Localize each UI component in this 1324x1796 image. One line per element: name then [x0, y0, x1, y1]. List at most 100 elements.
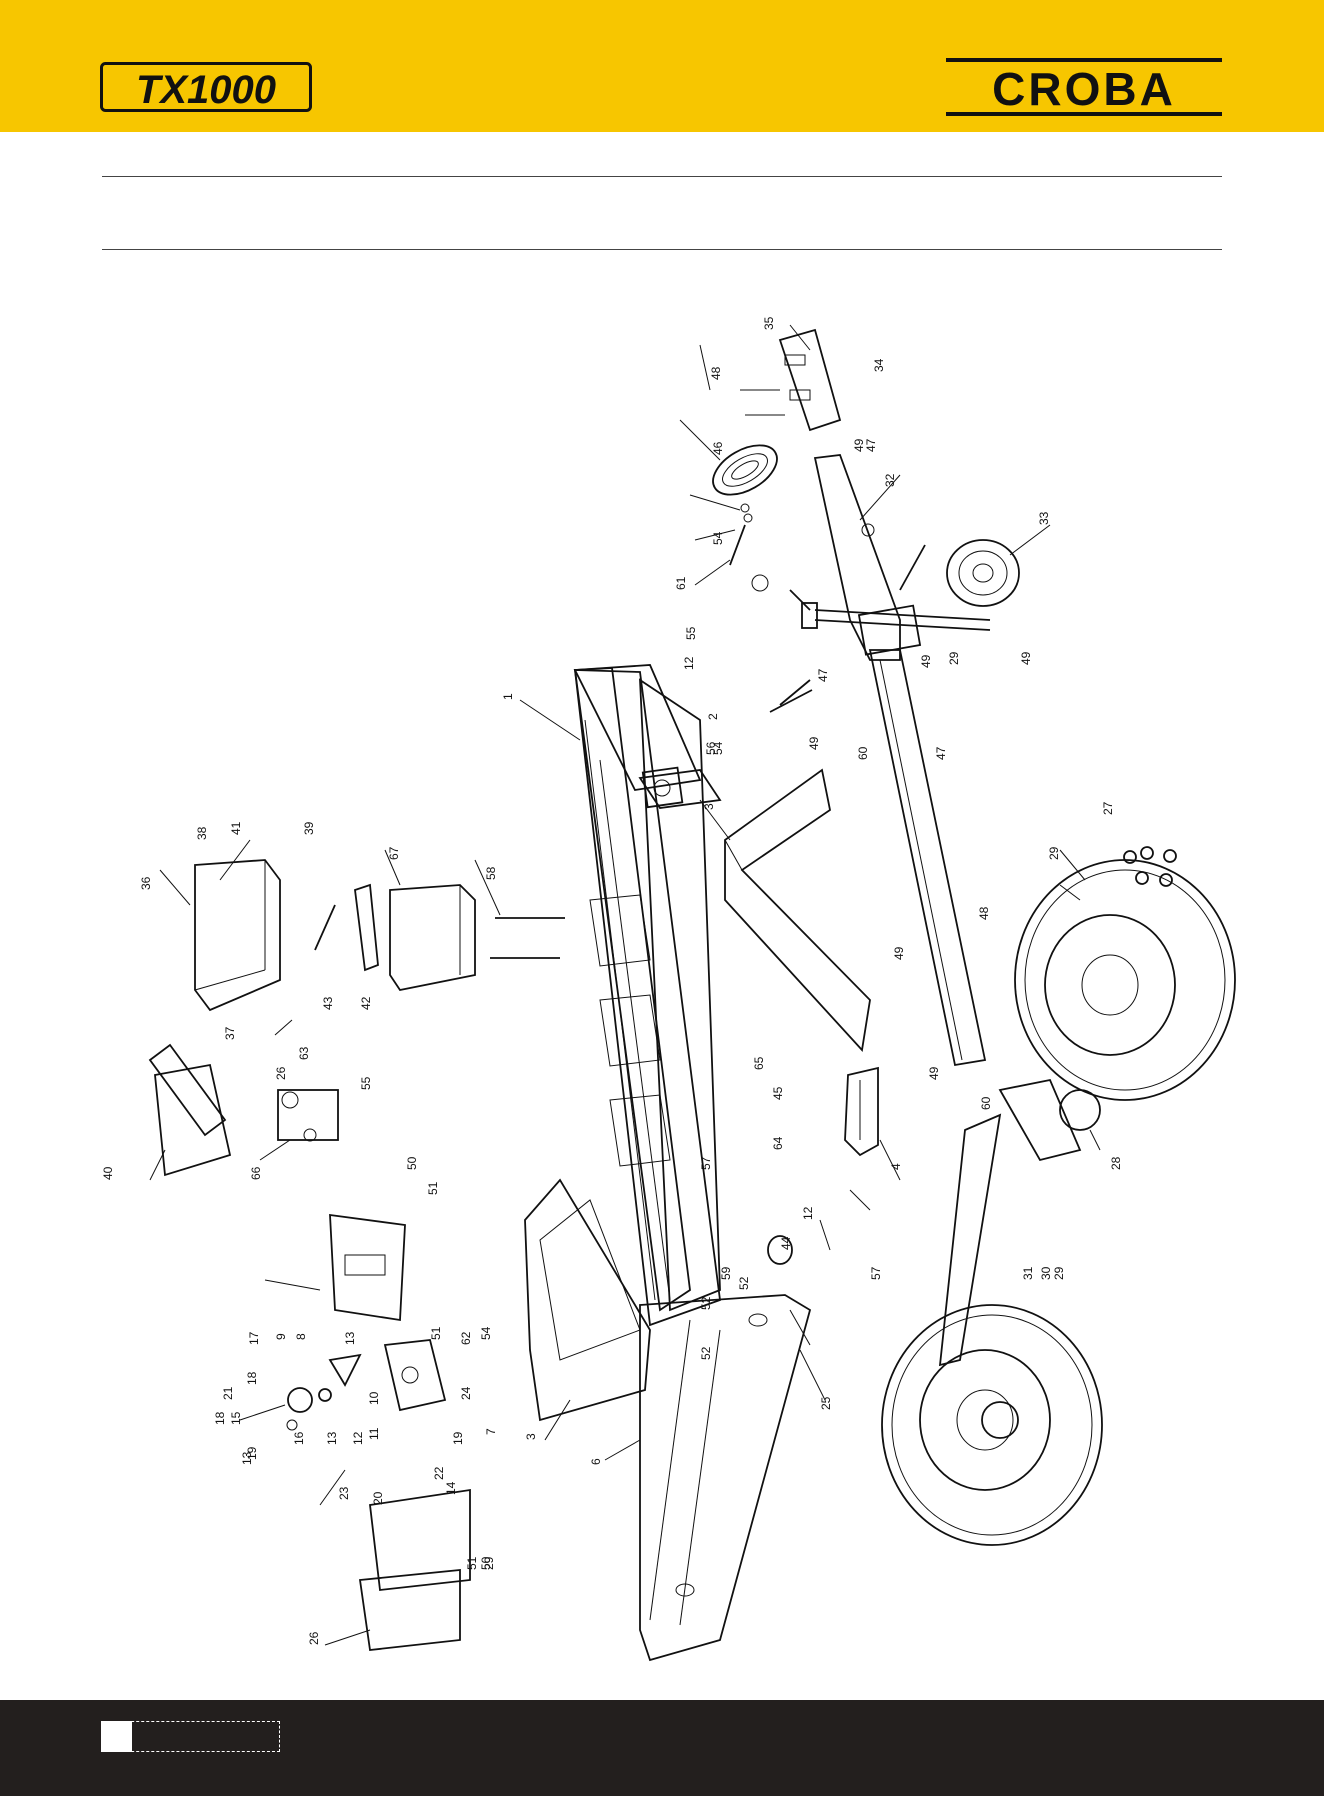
jockey-wheel — [752, 540, 1019, 630]
part-label: 29 — [1047, 846, 1061, 860]
part-label: 1 — [501, 693, 515, 700]
part-label: 49 — [927, 1066, 941, 1080]
part-label: 18 — [245, 1371, 259, 1385]
part-label: 36 — [139, 876, 153, 890]
part-label: 16 — [292, 1431, 306, 1445]
part-label: 3 — [702, 803, 716, 810]
part-label: 52 — [737, 1276, 751, 1290]
part-label: 49 — [807, 736, 821, 750]
part-label: 55 — [684, 626, 698, 640]
part-label: 28 — [1109, 1156, 1123, 1170]
part-label: 44 — [779, 1236, 793, 1250]
bolts-58 — [490, 918, 565, 958]
drawbar — [815, 455, 985, 1065]
part-label: 59 — [719, 1266, 733, 1280]
wheel-nuts — [1124, 847, 1176, 886]
strap-42 — [315, 905, 335, 950]
part-label: 8 — [294, 1333, 308, 1340]
part-label: 49 — [919, 654, 933, 668]
road-wheel-rear — [882, 1305, 1102, 1545]
part-label: 12 — [682, 656, 696, 670]
part-label: 27 — [1101, 801, 1115, 815]
part-label: 20 — [371, 1491, 385, 1505]
part-label: 37 — [223, 1026, 237, 1040]
battery — [390, 885, 475, 990]
part-label: 22 — [432, 1466, 446, 1480]
part-label: 10 — [367, 1391, 381, 1405]
part-label: 54 — [711, 531, 725, 545]
part-label: 33 — [1037, 511, 1051, 525]
plate-25 — [360, 1490, 470, 1650]
road-wheel-front — [1015, 860, 1235, 1100]
part-label: 6 — [589, 1458, 603, 1465]
part-label: 41 — [229, 821, 243, 835]
part-label: 25 — [819, 1396, 833, 1410]
part-label: 57 — [699, 1156, 713, 1170]
chassis-frame — [575, 665, 720, 1325]
tx1000-logo: TX1000 — [100, 62, 312, 112]
part-label: 51 — [426, 1181, 440, 1195]
part-label: 48 — [977, 906, 991, 920]
part-label: 40 — [101, 1166, 115, 1180]
part-label: 58 — [484, 866, 498, 880]
exploded-parts-diagram: 1 2 3 3 4 6 7 8 9 10 11 12 12 12 13 13 1… — [0, 270, 1324, 1690]
part-label: 13 — [343, 1331, 357, 1345]
part-label: 14 — [444, 1481, 458, 1495]
part-label: 46 — [711, 441, 725, 455]
part-label: 52 — [699, 1346, 713, 1360]
part-label: 61 — [674, 576, 688, 590]
part-label: 26 — [307, 1631, 321, 1645]
bracket-24 — [330, 1215, 405, 1320]
part-label: 49 — [1019, 651, 1033, 665]
part-label: 4 — [889, 1163, 903, 1170]
part-label: 19 — [245, 1446, 259, 1460]
part-label: 47 — [934, 746, 948, 760]
part-label: 45 — [771, 1086, 785, 1100]
part-label: 23 — [337, 1486, 351, 1500]
part-label: 66 — [249, 1166, 263, 1180]
part-label: 64 — [771, 1136, 785, 1150]
part-label: 50 — [479, 1556, 493, 1570]
part-label: 17 — [247, 1331, 261, 1345]
toolbox — [195, 860, 280, 1010]
part-label: 32 — [883, 473, 897, 487]
part-label: 55 — [359, 1076, 373, 1090]
part-label: 49 — [892, 946, 906, 960]
page-number-square — [101, 1721, 132, 1752]
part-label: 3 — [524, 1433, 538, 1440]
part-label: 29 — [1052, 1266, 1066, 1280]
tx1000-logo-text: TX1000 — [136, 68, 276, 112]
latch-mechanism — [287, 1340, 445, 1430]
part-label: 60 — [979, 1096, 993, 1110]
part-label: 7 — [484, 1428, 498, 1435]
part-label: 47 — [816, 668, 830, 682]
part-label: 52 — [699, 1296, 713, 1310]
leader-lines — [150, 325, 1100, 1645]
valve-block — [278, 1090, 338, 1141]
side-rail — [640, 1295, 810, 1660]
bottom-rule — [102, 249, 1222, 250]
part-label: 60 — [856, 746, 870, 760]
header-bar: TX1000 CROBA — [0, 0, 1324, 132]
part-label: 43 — [321, 996, 335, 1010]
part-label: 51 — [429, 1326, 443, 1340]
part-label: 39 — [302, 821, 316, 835]
part-label: 67 — [387, 846, 401, 860]
bracket-2 — [770, 680, 812, 712]
plate-41 — [355, 885, 378, 970]
hitch-coupling — [740, 330, 840, 430]
part-label: 50 — [405, 1156, 419, 1170]
part-label: 18 — [213, 1411, 227, 1425]
part-label: 13 — [325, 1431, 339, 1445]
part-label: 47 — [864, 438, 878, 452]
top-rule — [102, 176, 1222, 177]
part-label: 19 — [451, 1431, 465, 1445]
part-label: 65 — [752, 1056, 766, 1070]
part-label: 12 — [351, 1431, 365, 1445]
croba-logo: CROBA — [946, 58, 1222, 116]
part-label: 30 — [1039, 1266, 1053, 1280]
part-label: 15 — [229, 1411, 243, 1425]
part-label: 26 — [274, 1066, 288, 1080]
part-label: 49 — [852, 438, 866, 452]
fender-front — [725, 770, 870, 1050]
